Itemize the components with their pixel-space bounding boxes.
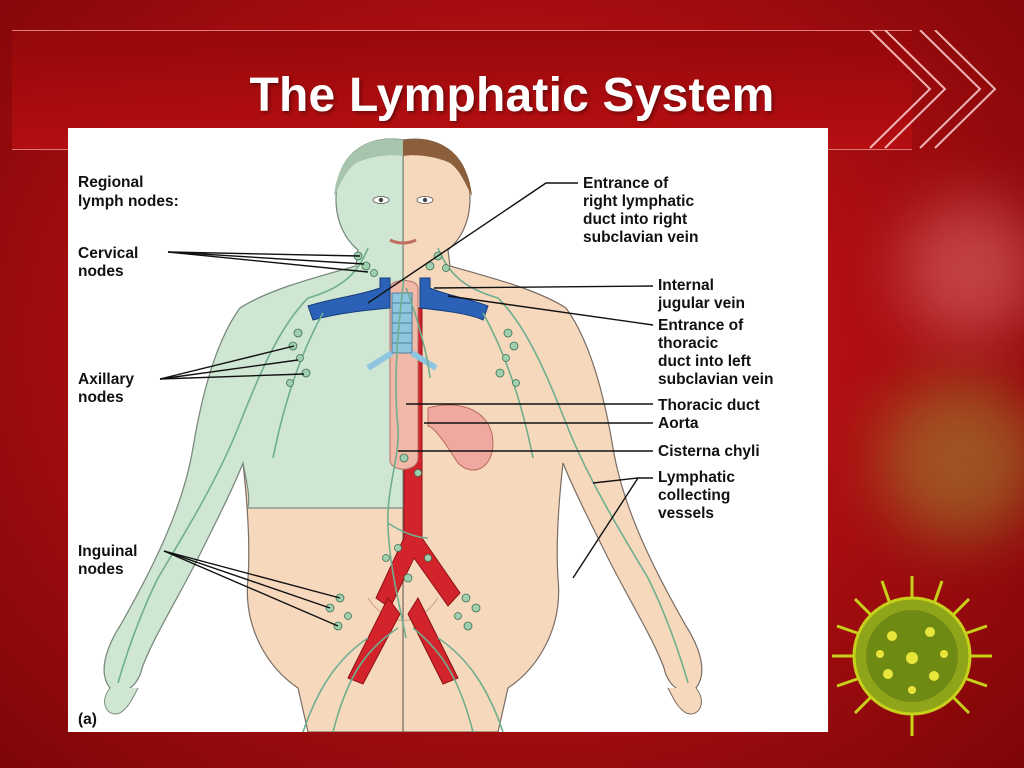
thoracic-entrance-label-line2: thoracic bbox=[658, 335, 719, 352]
thoracic-duct-label: Thoracic duct bbox=[658, 397, 760, 414]
slide-title: The Lymphatic System bbox=[249, 69, 775, 122]
lymphatic-vessels bbox=[117, 247, 689, 732]
right-duct-label-line3: duct into right bbox=[583, 211, 687, 228]
right-labels: Entrance of right lymphatic duct into ri… bbox=[583, 175, 773, 522]
panel-label: (a) bbox=[78, 711, 97, 728]
inguinal-nodes-label-line1: Inguinal bbox=[78, 543, 137, 560]
regional-heading-line2: lymph nodes: bbox=[78, 193, 179, 210]
thoracic-entrance-label-line1: Entrance of bbox=[658, 317, 744, 334]
right-duct-label-line4: subclavian vein bbox=[583, 229, 698, 246]
left-labels: Regional lymph nodes: Cervical nodes Axi… bbox=[78, 174, 179, 728]
axillary-nodes-label-line2: nodes bbox=[78, 389, 124, 406]
aorta-label: Aorta bbox=[658, 415, 699, 432]
thoracic-entrance-label-line3: duct into left bbox=[658, 353, 751, 370]
lymphatic-vessels-label-line2: collecting bbox=[658, 487, 730, 504]
cervical-nodes-label-line1: Cervical bbox=[78, 245, 138, 262]
right-duct-label-line1: Entrance of bbox=[583, 175, 669, 192]
inguinal-nodes-label-line2: nodes bbox=[78, 561, 124, 578]
right-duct-label-line2: right lymphatic bbox=[583, 193, 694, 210]
regional-heading-line1: Regional bbox=[78, 174, 143, 191]
human-body-figure bbox=[103, 138, 703, 732]
lymphatic-vessels-label-line1: Lymphatic bbox=[658, 469, 735, 486]
virus-icon bbox=[832, 576, 992, 736]
diagram-panel: Regional lymph nodes: Cervical nodes Axi… bbox=[68, 128, 828, 732]
label-leader-lines bbox=[159, 182, 654, 627]
lymph-nodes bbox=[286, 251, 520, 631]
internal-jugular-label-line1: Internal bbox=[658, 277, 714, 294]
blood-vessels bbox=[307, 277, 494, 685]
background-glow bbox=[900, 200, 1024, 340]
cisterna-chyli-label: Cisterna chyli bbox=[658, 443, 760, 460]
internal-jugular-label-line2: jugular vein bbox=[657, 295, 745, 312]
lymphatic-diagram: Regional lymph nodes: Cervical nodes Axi… bbox=[78, 138, 773, 732]
background-glow bbox=[880, 380, 1024, 540]
thoracic-entrance-label-line4: subclavian vein bbox=[658, 371, 773, 388]
chevron-decoration-icon bbox=[869, 30, 997, 149]
lymphatic-vessels-label-line3: vessels bbox=[658, 505, 714, 522]
cervical-nodes-label-line2: nodes bbox=[78, 263, 124, 280]
axillary-nodes-label-line1: Axillary bbox=[78, 371, 134, 388]
trachea bbox=[366, 292, 438, 371]
